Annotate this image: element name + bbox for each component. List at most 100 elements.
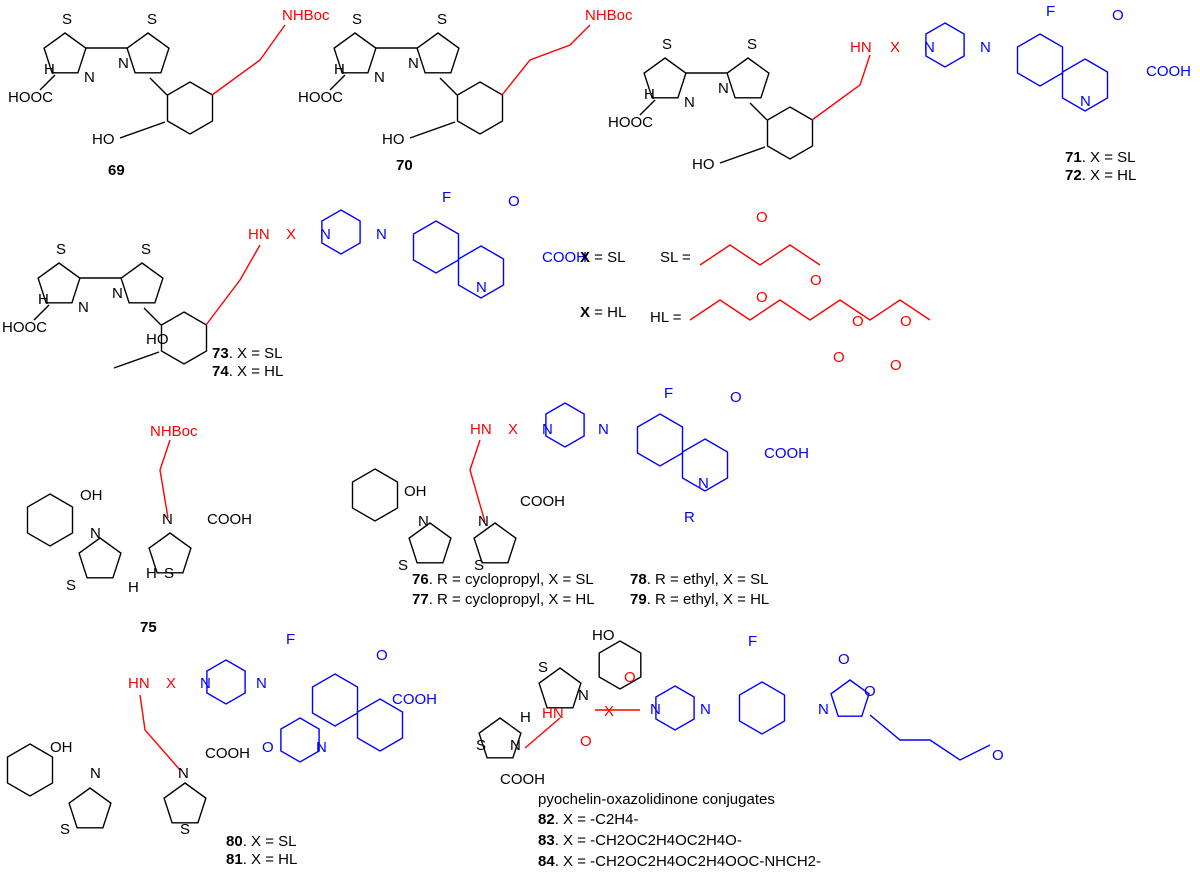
acid-group: COOH xyxy=(542,249,587,266)
thiazoline-ring xyxy=(120,262,164,304)
sl-label: SL = xyxy=(660,249,691,266)
piperazine-ring xyxy=(655,685,695,731)
atom-s: S xyxy=(476,737,486,754)
benzene-ring xyxy=(351,468,399,522)
hydroxyl: OH xyxy=(404,483,427,500)
hl-label: HL = xyxy=(650,309,682,326)
piperazine-ring xyxy=(925,22,965,68)
atom-n: N xyxy=(78,299,89,316)
thiazoline-ring xyxy=(416,32,460,74)
bond xyxy=(869,714,991,761)
atom-s: S xyxy=(398,557,408,574)
thiazolidine-ring xyxy=(43,32,87,74)
benzene-ring xyxy=(166,81,214,135)
thiazolidine-ring xyxy=(163,782,207,824)
atom-n: N xyxy=(178,765,189,782)
linker-amine: HN xyxy=(128,675,150,692)
atom-s: S xyxy=(62,11,72,28)
atom-n: N xyxy=(698,475,709,492)
atom-h: H xyxy=(644,86,655,103)
compound-label: 72. X = HL xyxy=(1065,167,1136,184)
compound-label: 80. X = SL xyxy=(226,833,296,850)
bond xyxy=(211,24,286,96)
acid-group: COOH xyxy=(207,511,252,528)
atom-o: O xyxy=(1112,7,1124,24)
atom-n: N xyxy=(112,285,123,302)
atom-n: N xyxy=(924,39,935,56)
atom-s: S xyxy=(538,659,548,676)
atom-s: S xyxy=(747,36,757,53)
bond xyxy=(149,77,168,96)
acid-group: HOOC xyxy=(8,89,53,106)
compound-label: 69 xyxy=(108,162,125,179)
thiazoline-ring xyxy=(68,787,112,829)
oxazine-ring xyxy=(280,717,320,763)
acid-group: HOOC xyxy=(608,114,653,131)
atom-n: N xyxy=(1080,93,1091,110)
atom-o: O xyxy=(756,289,768,306)
atom-o: O xyxy=(992,747,1004,764)
atom-h: H xyxy=(38,291,49,308)
compound-label: 84. X = -CH2OC2H4OC2H4OOC-NHCH2- xyxy=(538,853,821,870)
atom-s: S xyxy=(66,577,76,594)
thiazoline-ring xyxy=(726,57,770,99)
atom-s: S xyxy=(56,241,66,258)
compound-label: 76. R = cyclopropyl, X = SL xyxy=(412,571,594,588)
acid-group: HOOC xyxy=(2,319,47,336)
x-sl: X = SL xyxy=(580,249,625,266)
compound-69: S S N N H HOOC HO NHBoc 69 xyxy=(8,7,330,179)
compound-label: 74. X = HL xyxy=(212,363,283,380)
linker-amine: HN xyxy=(248,226,270,243)
atom-n: N xyxy=(542,421,553,438)
benzene-ring xyxy=(738,681,786,735)
benzene-ring xyxy=(456,81,504,135)
compound-73-74: S S N N H HOOC HO HN X N N F O COOH N 73… xyxy=(2,189,587,380)
atom-h: H xyxy=(128,579,139,596)
bond xyxy=(469,439,486,523)
atom-o: O xyxy=(262,739,274,756)
benzene-ring xyxy=(766,106,814,160)
hydroxyl: HO xyxy=(692,156,715,173)
compound-label: 81. X = HL xyxy=(226,851,297,868)
acid-group: COOH xyxy=(1146,63,1191,80)
acid-group: COOH xyxy=(500,771,545,788)
atom-r: R xyxy=(684,509,695,526)
atom-n: N xyxy=(418,513,429,530)
thiazolidine-ring xyxy=(37,262,81,304)
atom-n: N xyxy=(408,55,419,72)
atom-n: N xyxy=(578,687,589,704)
atom-n: N xyxy=(980,39,991,56)
bond xyxy=(439,77,458,96)
compound-82-84: HO S N H S N COOH HN O X O N N F N O O O… xyxy=(476,627,1004,870)
atom-o: O xyxy=(508,193,520,210)
atom-s: S xyxy=(141,241,151,258)
thiazolidine-ring xyxy=(478,717,522,759)
atom-n: N xyxy=(162,511,173,528)
benzene-ring xyxy=(412,220,460,274)
acid-group: COOH xyxy=(205,745,250,762)
atom-o: O xyxy=(852,313,864,330)
thiazolidine-ring xyxy=(148,532,192,574)
atom-s: S xyxy=(474,557,484,574)
bond xyxy=(689,299,931,321)
linker-x: X xyxy=(604,703,614,720)
bond xyxy=(811,54,871,121)
bond xyxy=(33,304,50,321)
linker-x: X xyxy=(890,39,900,56)
pyridone-ring xyxy=(681,438,729,492)
atom-n: N xyxy=(316,739,327,756)
atom-n: N xyxy=(700,701,711,718)
compound-70: S S N N H HOOC HO NHBoc 70 xyxy=(298,7,633,174)
bond xyxy=(119,121,166,139)
bond-lines xyxy=(6,22,1109,829)
compound-label: 79. R = ethyl, X = HL xyxy=(630,591,769,608)
atom-o: O xyxy=(838,651,850,668)
benzene-ring xyxy=(26,493,74,547)
piperazine-ring xyxy=(321,209,361,255)
atom-n: N xyxy=(476,279,487,296)
piperazine-ring xyxy=(206,659,246,705)
bond xyxy=(719,146,766,164)
atom-n: N xyxy=(510,737,521,754)
